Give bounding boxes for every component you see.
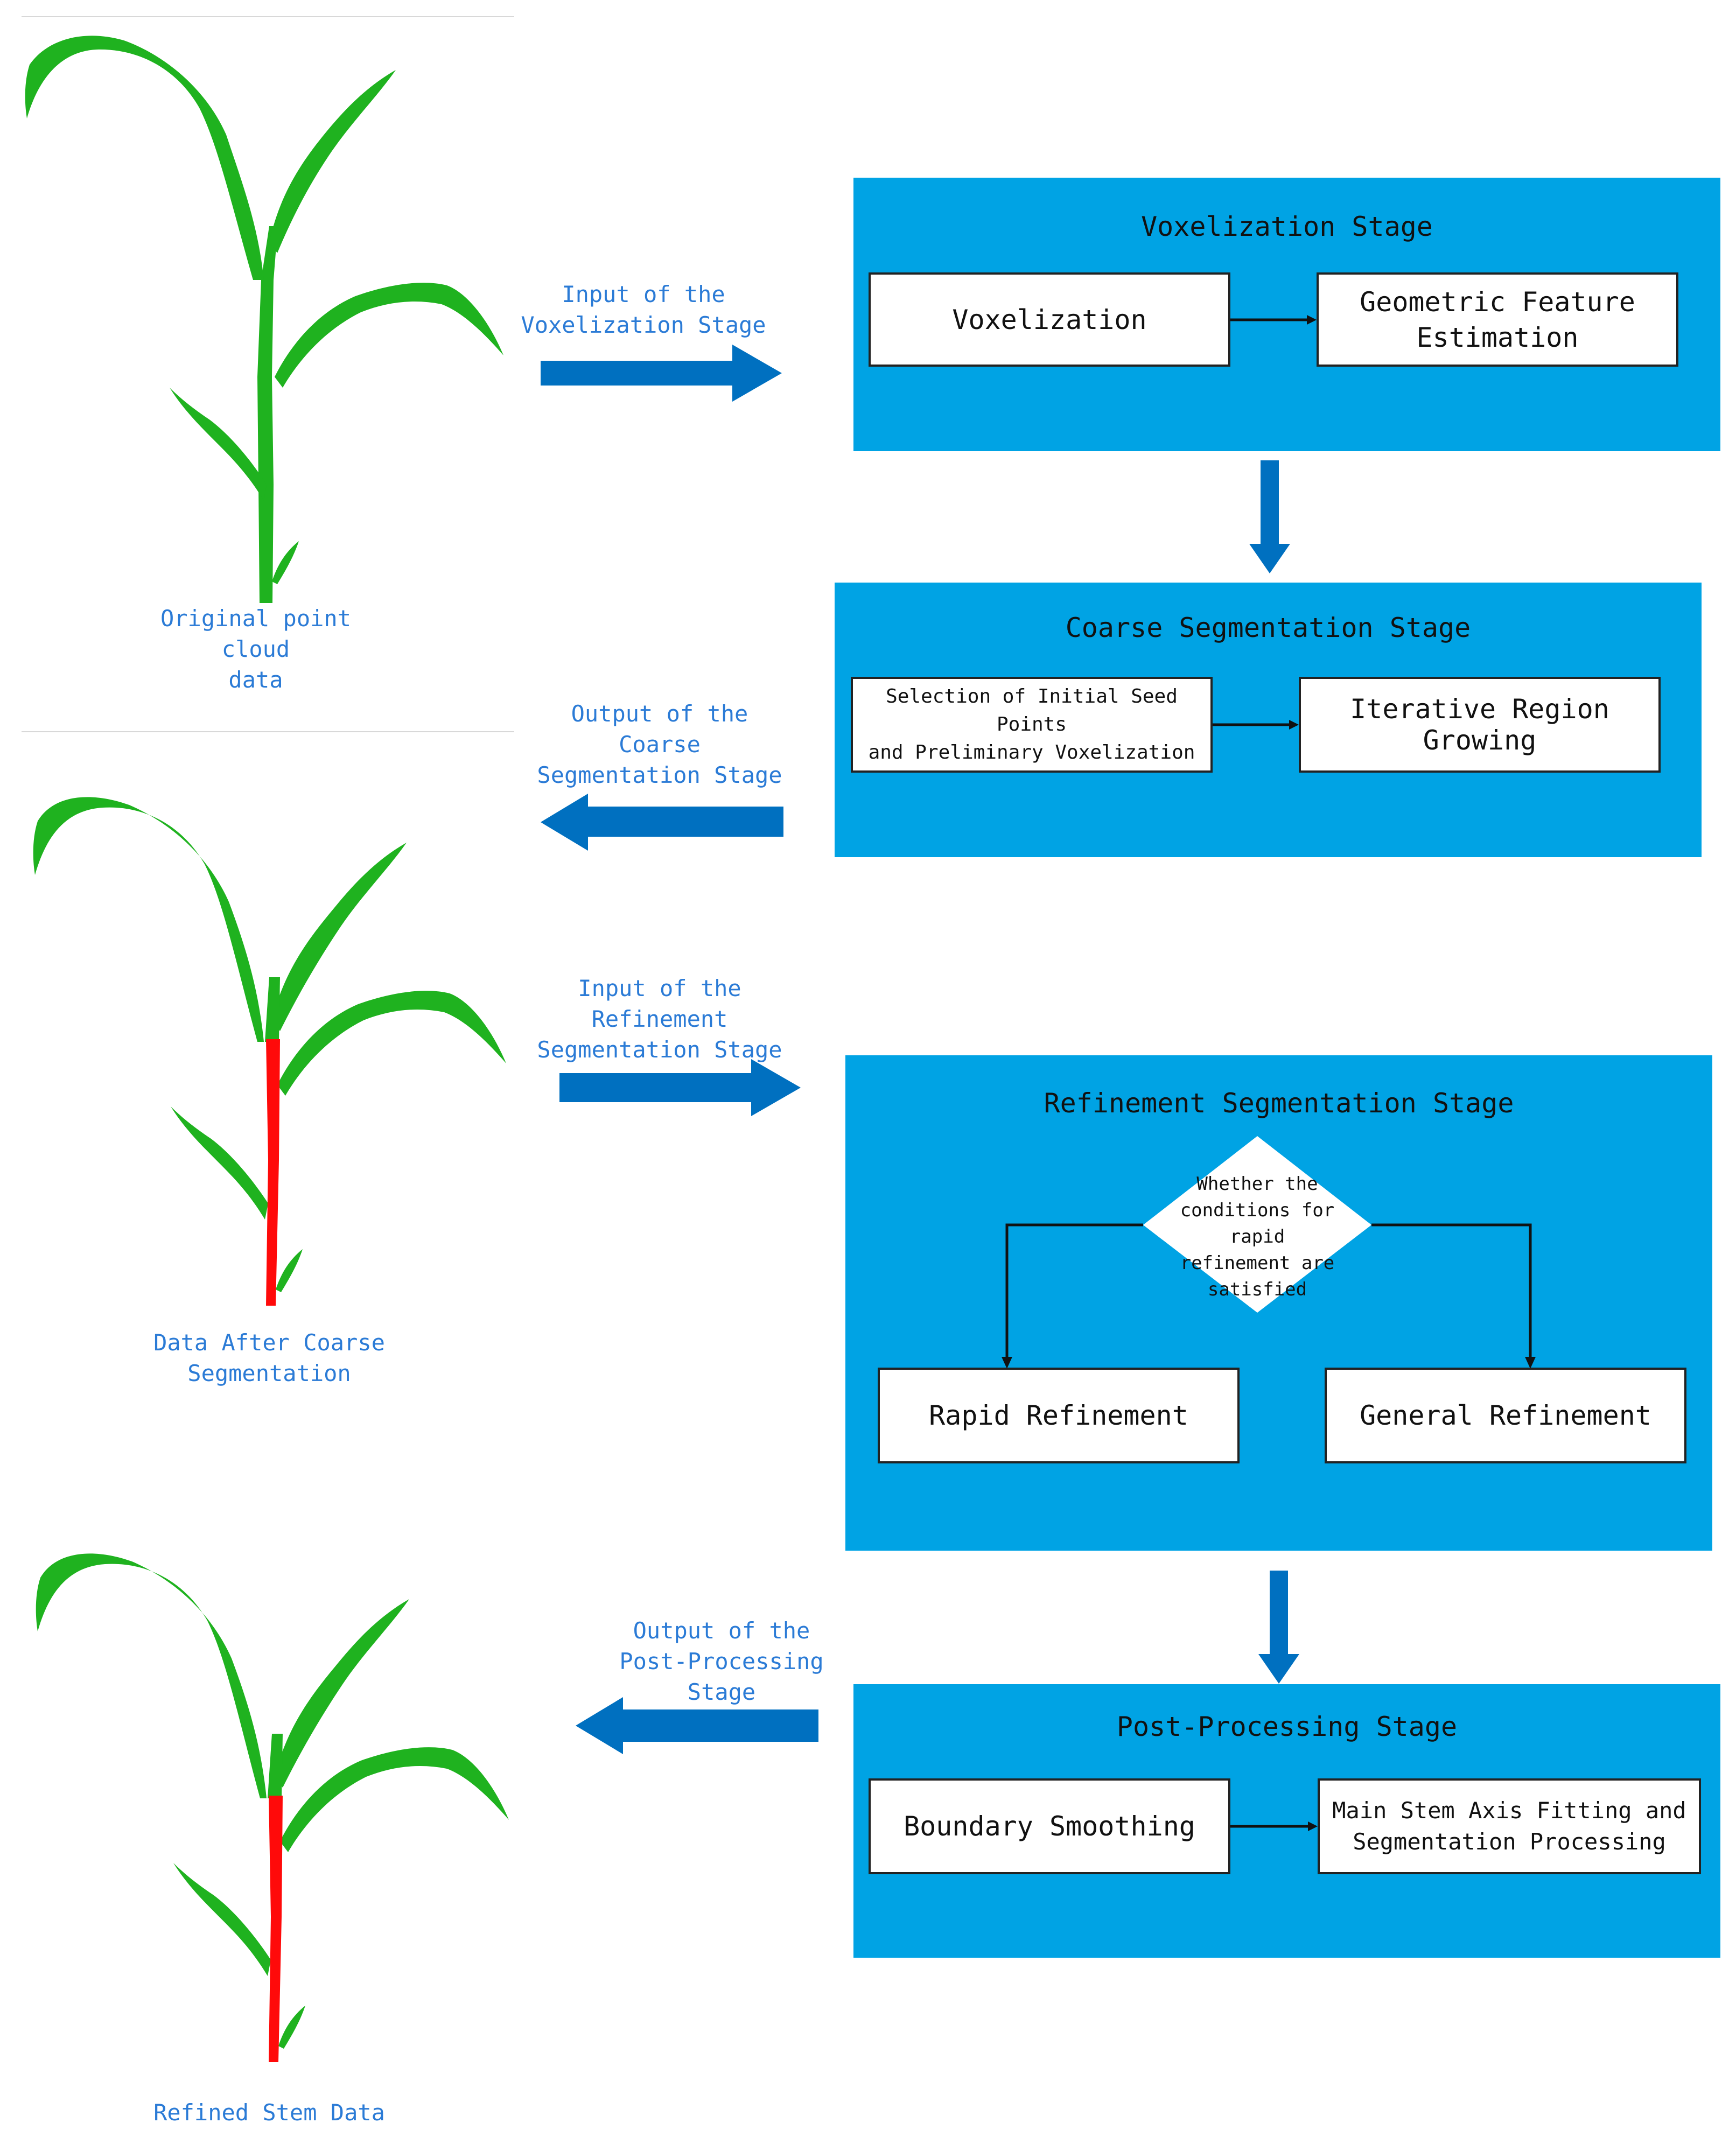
plant-coarse [33, 797, 506, 1306]
label-input-refinement: Input of the Refinement Segmentation Sta… [537, 975, 782, 1063]
label-output-coarse: Output of the Coarse Segmentation Stage [537, 700, 782, 788]
arrow-right-refinement [559, 1059, 801, 1116]
stage-title-refinement: Refinement Segmentation Stage [1044, 1088, 1514, 1119]
connector-voxelization [1230, 315, 1317, 325]
step-voxelization: Voxelization [869, 272, 1230, 367]
caption-original: Original point cloud data [160, 605, 351, 693]
decision-diamond [1002, 1136, 1536, 1369]
separator-top [22, 16, 514, 17]
caption-refined: Refined Stem Data [153, 2099, 385, 2126]
step-iterative-region-growing: Iterative Region Growing [1299, 677, 1661, 773]
stage-voxelization: Voxelization Stage Voxelization Geometri… [853, 178, 1720, 451]
step-general-refinement: General Refinement [1325, 1368, 1686, 1463]
step-rapid-refinement: Rapid Refinement [878, 1368, 1240, 1463]
arrow-down-1 [1249, 460, 1290, 573]
step-main-stem-axis-fitting: Main Stem Axis Fitting and Segmentation … [1318, 1778, 1701, 1874]
stage-title-coarse: Coarse Segmentation Stage [1065, 612, 1471, 643]
plant-original [25, 36, 503, 603]
arrow-left-coarse [541, 794, 783, 851]
step-boundary-smoothing: Boundary Smoothing [869, 1778, 1230, 1874]
caption-coarse: Data After Coarse Segmentation [153, 1329, 385, 1386]
stage-post-processing: Post-Processing Stage Boundary Smoothing… [853, 1684, 1720, 1958]
connector-post [1230, 1821, 1318, 1831]
step-geometric-feature-estimation: Geometric Feature Estimation [1317, 272, 1678, 367]
arrow-left-post [576, 1697, 818, 1754]
arrow-down-2 [1258, 1571, 1299, 1684]
arrow-right-voxelization [541, 345, 782, 402]
stage-coarse-segmentation: Coarse Segmentation Stage Selection of I… [835, 583, 1702, 857]
separator-middle [22, 731, 514, 732]
connector-coarse [1213, 720, 1299, 730]
plant-refined [36, 1553, 509, 2062]
stage-refinement-segmentation: Refinement Segmentation Stage Whether th… [845, 1055, 1712, 1551]
decision-text: Whether the conditions for rapid refinem… [1180, 1173, 1335, 1300]
label-input-voxelization: Input of the Voxelization Stage [521, 281, 766, 338]
step-seed-selection: Selection of Initial Seed Points and Pre… [851, 677, 1213, 773]
label-output-post: Output of the Post-Processing Stage [619, 1617, 824, 1705]
stage-title-post: Post-Processing Stage [1116, 1711, 1458, 1742]
stage-title-voxelization: Voxelization Stage [1141, 211, 1433, 242]
